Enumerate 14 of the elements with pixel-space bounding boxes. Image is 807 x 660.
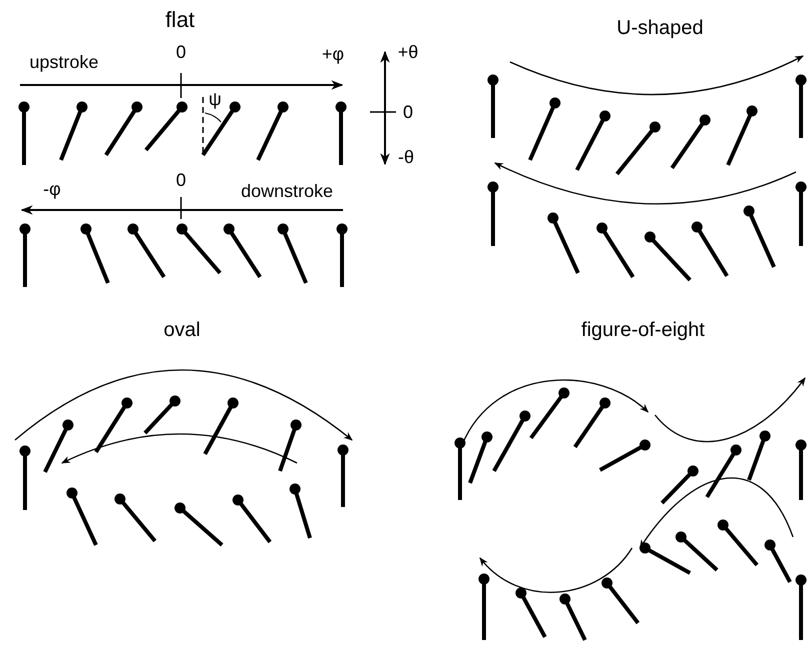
axis-label: -φ [43,180,61,198]
panel-title: figure-of-eight [581,320,705,340]
axis-label: 0 [176,43,186,61]
panel-title: U-shaped [616,18,704,38]
axis-label: downstroke [240,182,334,200]
axis-label: -θ [398,148,414,166]
axis-label: +θ [398,43,418,61]
axis-label: 0 [176,171,186,189]
axis-label: +φ [322,45,344,63]
panel-title: oval [164,320,200,340]
axis-label: 0 [403,103,413,121]
angle-label: ψ [208,90,222,108]
axis-label: upstroke [29,53,99,71]
panel-title: flat [165,9,195,31]
